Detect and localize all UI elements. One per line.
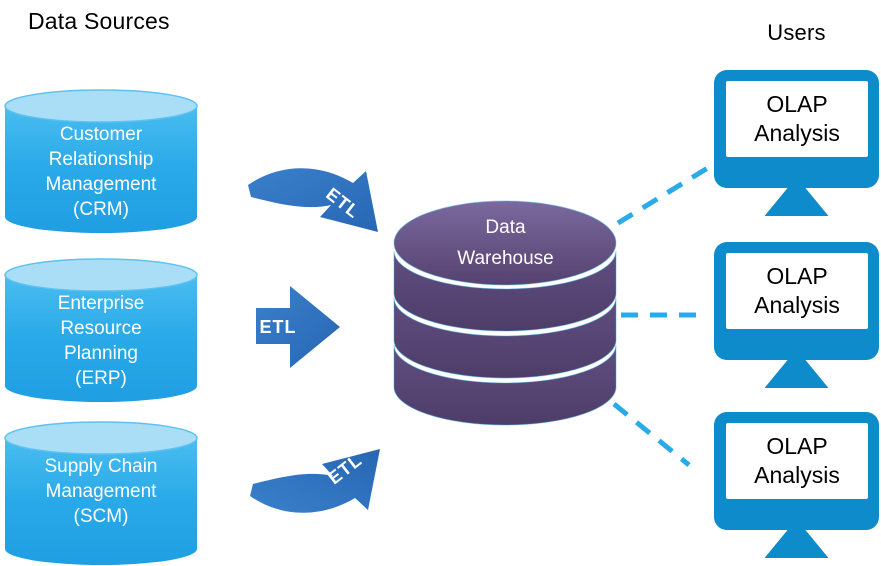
monitor-screen: OLAP Analysis xyxy=(726,423,868,499)
user-monitor-1: OLAP Analysis xyxy=(714,70,879,216)
scm-source-cylinder: Supply Chain Management (SCM) xyxy=(4,420,198,566)
crm-source-cylinder: Customer Relationship Management (CRM) xyxy=(4,88,198,236)
cylinder-shape xyxy=(4,258,198,402)
olap-analysis-label: OLAP Analysis xyxy=(754,91,840,146)
olap-analysis-label: OLAP Analysis xyxy=(754,263,840,318)
monitor-stand xyxy=(764,188,829,216)
crm-label: Customer Relationship Management (CRM) xyxy=(45,124,157,220)
etl-arrow-curve-up-icon xyxy=(250,449,380,513)
monitor-screen: OLAP Analysis xyxy=(726,81,868,157)
erp-label: Enterprise Resource Planning (ERP) xyxy=(57,293,145,389)
data-warehouse-node: Data Warehouse xyxy=(393,198,618,433)
monitor-screen: OLAP Analysis xyxy=(726,253,868,329)
monitor-stand xyxy=(764,530,829,558)
users-title: Users xyxy=(767,20,826,45)
user-monitor-3: OLAP Analysis xyxy=(714,412,879,558)
warehouse-disks-icon xyxy=(393,200,617,426)
scm-label: Supply Chain Management (SCM) xyxy=(44,456,158,527)
cylinder-shape xyxy=(4,89,198,233)
etl-arrow-curve-down-icon xyxy=(248,168,378,232)
cylinder-shape xyxy=(4,421,198,565)
etl-label-2: ETL xyxy=(259,317,297,337)
data-sources-title: Data Sources xyxy=(28,8,170,34)
etl-arrow-right-icon xyxy=(256,286,340,368)
warehouse-label: Data Warehouse xyxy=(457,217,554,269)
monitor-stand xyxy=(764,360,829,388)
user-monitor-2: OLAP Analysis xyxy=(714,242,879,388)
olap-analysis-label: OLAP Analysis xyxy=(754,433,840,488)
erp-source-cylinder: Enterprise Resource Planning (ERP) xyxy=(4,257,198,405)
